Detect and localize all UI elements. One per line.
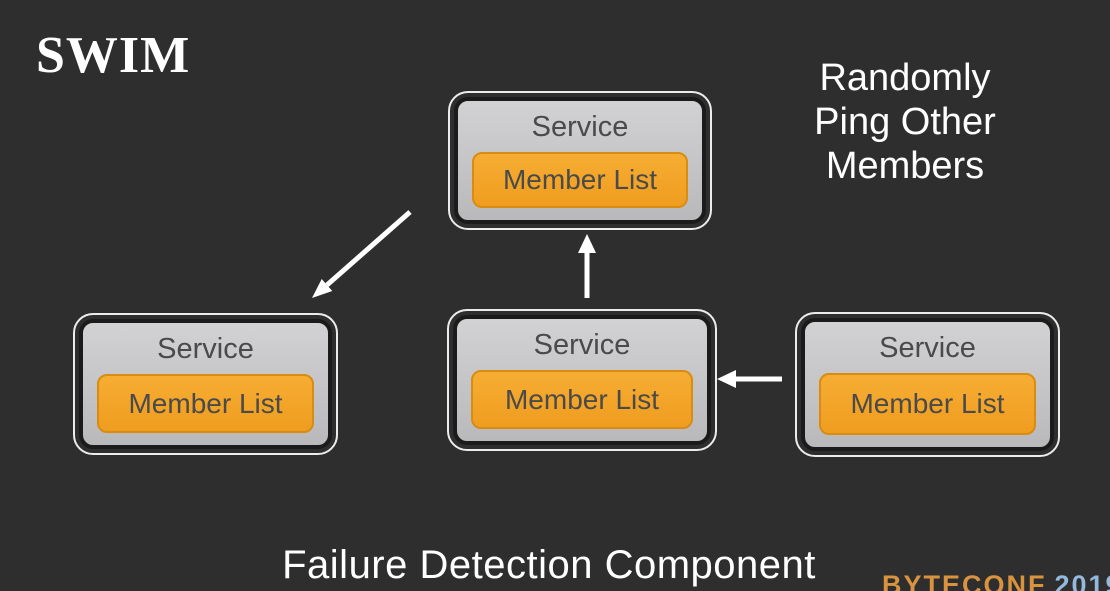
member-list-label: Member List xyxy=(504,383,660,415)
service-node-right: Service Member List xyxy=(795,312,1060,457)
service-node-body: Service Member List xyxy=(801,318,1054,451)
slide-title: SWIM xyxy=(36,27,191,84)
slide-caption: Failure Detection Component xyxy=(282,543,816,587)
member-list-label: Member List xyxy=(850,388,1005,419)
arrow-right-to-center xyxy=(717,370,782,388)
service-label: Service xyxy=(531,110,629,143)
service-node-body: Service Member List xyxy=(453,315,711,445)
service-label: Service xyxy=(533,328,631,361)
service-node-center: Service Member List xyxy=(447,309,717,451)
service-node-left: Service Member List xyxy=(73,313,338,455)
service-label: Service xyxy=(157,332,254,365)
service-label: Service xyxy=(879,331,976,364)
service-node-body: Service Member List xyxy=(454,97,706,224)
service-node-top: Service Member List xyxy=(448,91,712,230)
arrow-top-to-left xyxy=(312,210,412,298)
member-list-box: Member List xyxy=(819,373,1036,435)
member-list-box: Member List xyxy=(471,370,693,429)
watermark-year: 2019 xyxy=(1054,570,1110,591)
member-list-label: Member List xyxy=(128,387,283,419)
side-note-randomly-ping: Randomly Ping Other Members xyxy=(814,57,996,187)
arrow-center-to-top xyxy=(578,234,596,298)
member-list-box: Member List xyxy=(472,152,688,208)
member-list-box: Member List xyxy=(97,374,314,433)
member-list-label: Member List xyxy=(502,164,658,195)
conference-watermark: BYTECONF 2019 xyxy=(882,572,1110,591)
service-node-body: Service Member List xyxy=(79,319,332,449)
watermark-name: BYTECONF xyxy=(882,570,1047,591)
